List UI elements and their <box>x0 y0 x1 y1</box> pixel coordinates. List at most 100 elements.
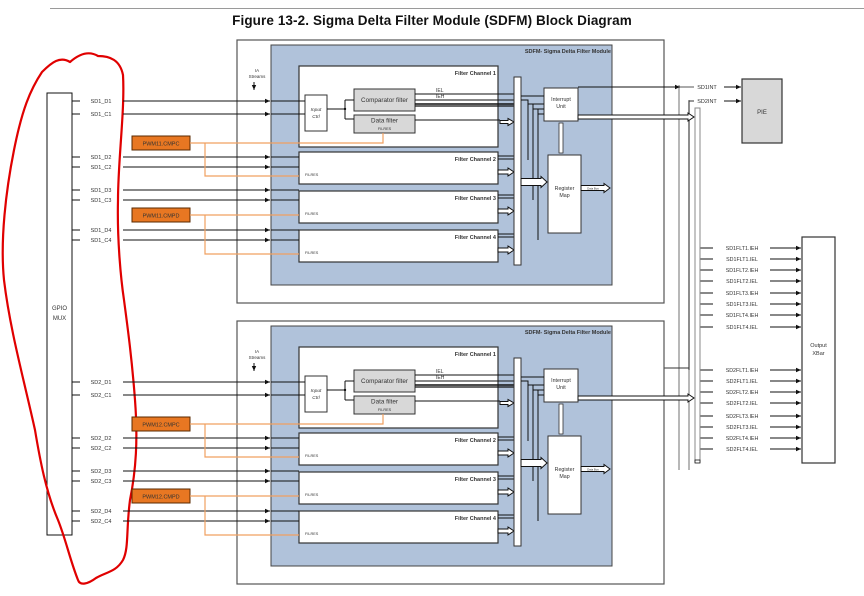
interrupt-unit-label: Unit <box>556 104 566 110</box>
xbar-signal-label: SD2FLT3.IEL <box>726 425 758 431</box>
trigger-line <box>204 496 299 536</box>
ia-streams-label: Streams <box>249 74 267 79</box>
filter-channel-label: Filter Channel 4 <box>455 235 497 241</box>
xbar-signal-label: SD1FLT4.IEH <box>726 313 759 319</box>
input-signal-label: SD2_D3 <box>91 469 112 475</box>
gpio-mux-label: GPIO <box>52 306 67 312</box>
input-signal-label: SD1_C4 <box>91 238 112 244</box>
irq-regmap-link <box>558 122 564 154</box>
filres-label: FILRES <box>305 454 319 458</box>
pwm-trigger-label: PWM12.CMPC <box>142 423 179 429</box>
filter-channel-label: Filter Channel 4 <box>455 516 497 522</box>
input-ctrl-label: Input <box>311 388 322 394</box>
data-bus-label: Data Bus <box>587 468 599 472</box>
channel-data-arrow <box>497 526 515 536</box>
filter-channel-label: Filter Channel 3 <box>455 477 496 483</box>
pie-label: PIE <box>757 110 767 116</box>
gpio-mux-label: MUX <box>53 316 66 322</box>
page-top-rule <box>50 8 864 9</box>
ia-streams-label: Streams <box>249 355 267 360</box>
xbar-signal-label: SD2FLT3.IEH <box>726 414 759 420</box>
data-filter-block <box>353 395 416 415</box>
filter-channel-3 <box>298 471 499 505</box>
xbar-signal-label: SD2FLT2.IEL <box>726 401 758 407</box>
filter-channel-3 <box>298 190 499 224</box>
figure-title: Figure 13-2. Sigma Delta Filter Module (… <box>232 13 632 28</box>
xbar-signal-label: SD1FLT1.IEL <box>726 257 758 263</box>
output-xbar-label: Output <box>810 343 827 349</box>
bus-to-regmap-arrow <box>520 175 548 189</box>
xbar-signal-label: SD2FLT4.IEH <box>726 436 759 442</box>
filter-channel-label: Filter Channel 2 <box>455 157 496 163</box>
input-signal-label: SD2_C1 <box>91 393 112 399</box>
xbar-signal-label: SD1FLT3.IEL <box>726 302 758 308</box>
register-map-label: Register <box>555 186 575 192</box>
irq-line <box>521 99 529 160</box>
data-filter-label: Data filter <box>371 118 398 125</box>
input-ctrl-label: Ctrl <box>312 395 320 401</box>
data-filter-block <box>353 114 416 134</box>
input-signal-label: SD1_C1 <box>91 112 112 118</box>
input-signal-label: SD2_C2 <box>91 446 112 452</box>
internal-bus <box>513 357 522 547</box>
pwm-trigger-label: PWM12.CMPD <box>142 495 179 501</box>
xbar-signal-label: SD2FLT2.IEH <box>726 390 759 396</box>
output-xbar-block <box>801 236 836 464</box>
ia-streams-label: IA <box>255 349 259 354</box>
filter-channel-label: Filter Channel 1 <box>455 352 496 358</box>
ieh-label: IEH <box>436 94 445 100</box>
trigger-line <box>204 143 299 177</box>
channel-data-arrow <box>497 487 515 497</box>
junction-dot <box>343 388 347 392</box>
input-signal-label: SD1_D3 <box>91 188 112 194</box>
data-filter-arrow <box>499 398 515 408</box>
pwm-trigger-label: PWM11.CMPD <box>143 214 180 220</box>
comparator-filter-label: Comparator filter <box>361 378 408 385</box>
channel-data-arrow <box>497 245 515 255</box>
xbar-signal-label: SD1FLT2.IEL <box>726 279 758 285</box>
trigger-line <box>204 424 299 458</box>
module-title: SDFM- Sigma Delta Filter Module <box>525 49 611 55</box>
trigger-line <box>204 215 299 255</box>
register-map-label: Register <box>555 467 575 473</box>
trigger-line <box>190 133 384 144</box>
input-ctrl-block <box>304 94 328 132</box>
trigger-line <box>190 414 384 425</box>
sd1int-label: SD1INT <box>697 85 717 91</box>
input-ctrl-label: Input <box>311 107 322 113</box>
xbar-signal-label: SD1FLT4.IEL <box>726 325 758 331</box>
xbar-event-bus <box>694 107 701 463</box>
junction-dot <box>343 107 347 111</box>
input-signal-label: SD1_C3 <box>91 198 112 204</box>
interrupt-unit-label: Unit <box>556 385 566 391</box>
interrupt-unit-label: Interrupt <box>551 97 571 103</box>
iel-label: IEL <box>436 369 444 375</box>
gpio-mux-block <box>46 92 73 536</box>
data-bus-arrow <box>580 182 611 194</box>
red-annotation-outline <box>1 52 138 585</box>
sdfm-module-1: SDFM- Sigma Delta Filter ModuleIAStreams… <box>72 39 695 304</box>
interrupt-unit-label: Interrupt <box>551 378 571 384</box>
data-bus-label: Data Bus <box>587 187 599 191</box>
filter-channel-2 <box>298 432 499 466</box>
sdfm-module-2: SDFM- Sigma Delta Filter ModuleIAStreams… <box>72 320 695 585</box>
pie-block <box>741 78 783 144</box>
input-signal-label: SD2_C4 <box>91 519 112 525</box>
input-signal-label: SD1_C2 <box>91 165 112 171</box>
sd2int-line <box>688 100 694 370</box>
input-signal-label: SD2_C3 <box>91 479 112 485</box>
filres-label: FILRES <box>305 493 319 497</box>
filter-channel-2 <box>298 151 499 185</box>
filres-label: FILRES <box>378 408 392 412</box>
xbar-signal-label: SD2FLT4.IEL <box>726 447 758 453</box>
filter-channel-label: Filter Channel 2 <box>455 438 496 444</box>
register-map-label: Map <box>559 474 569 480</box>
xbar-event-bus-end <box>694 459 701 464</box>
filter-channel-label: Filter Channel 3 <box>455 196 496 202</box>
input-ctrl-label: Ctrl <box>312 114 320 120</box>
register-map-label: Map <box>559 193 569 199</box>
filres-label: FILRES <box>305 532 319 536</box>
bus-to-regmap-arrow <box>520 456 548 470</box>
comparator-filter-label: Comparator filter <box>361 97 408 104</box>
ia-streams-label: IA <box>255 68 259 73</box>
